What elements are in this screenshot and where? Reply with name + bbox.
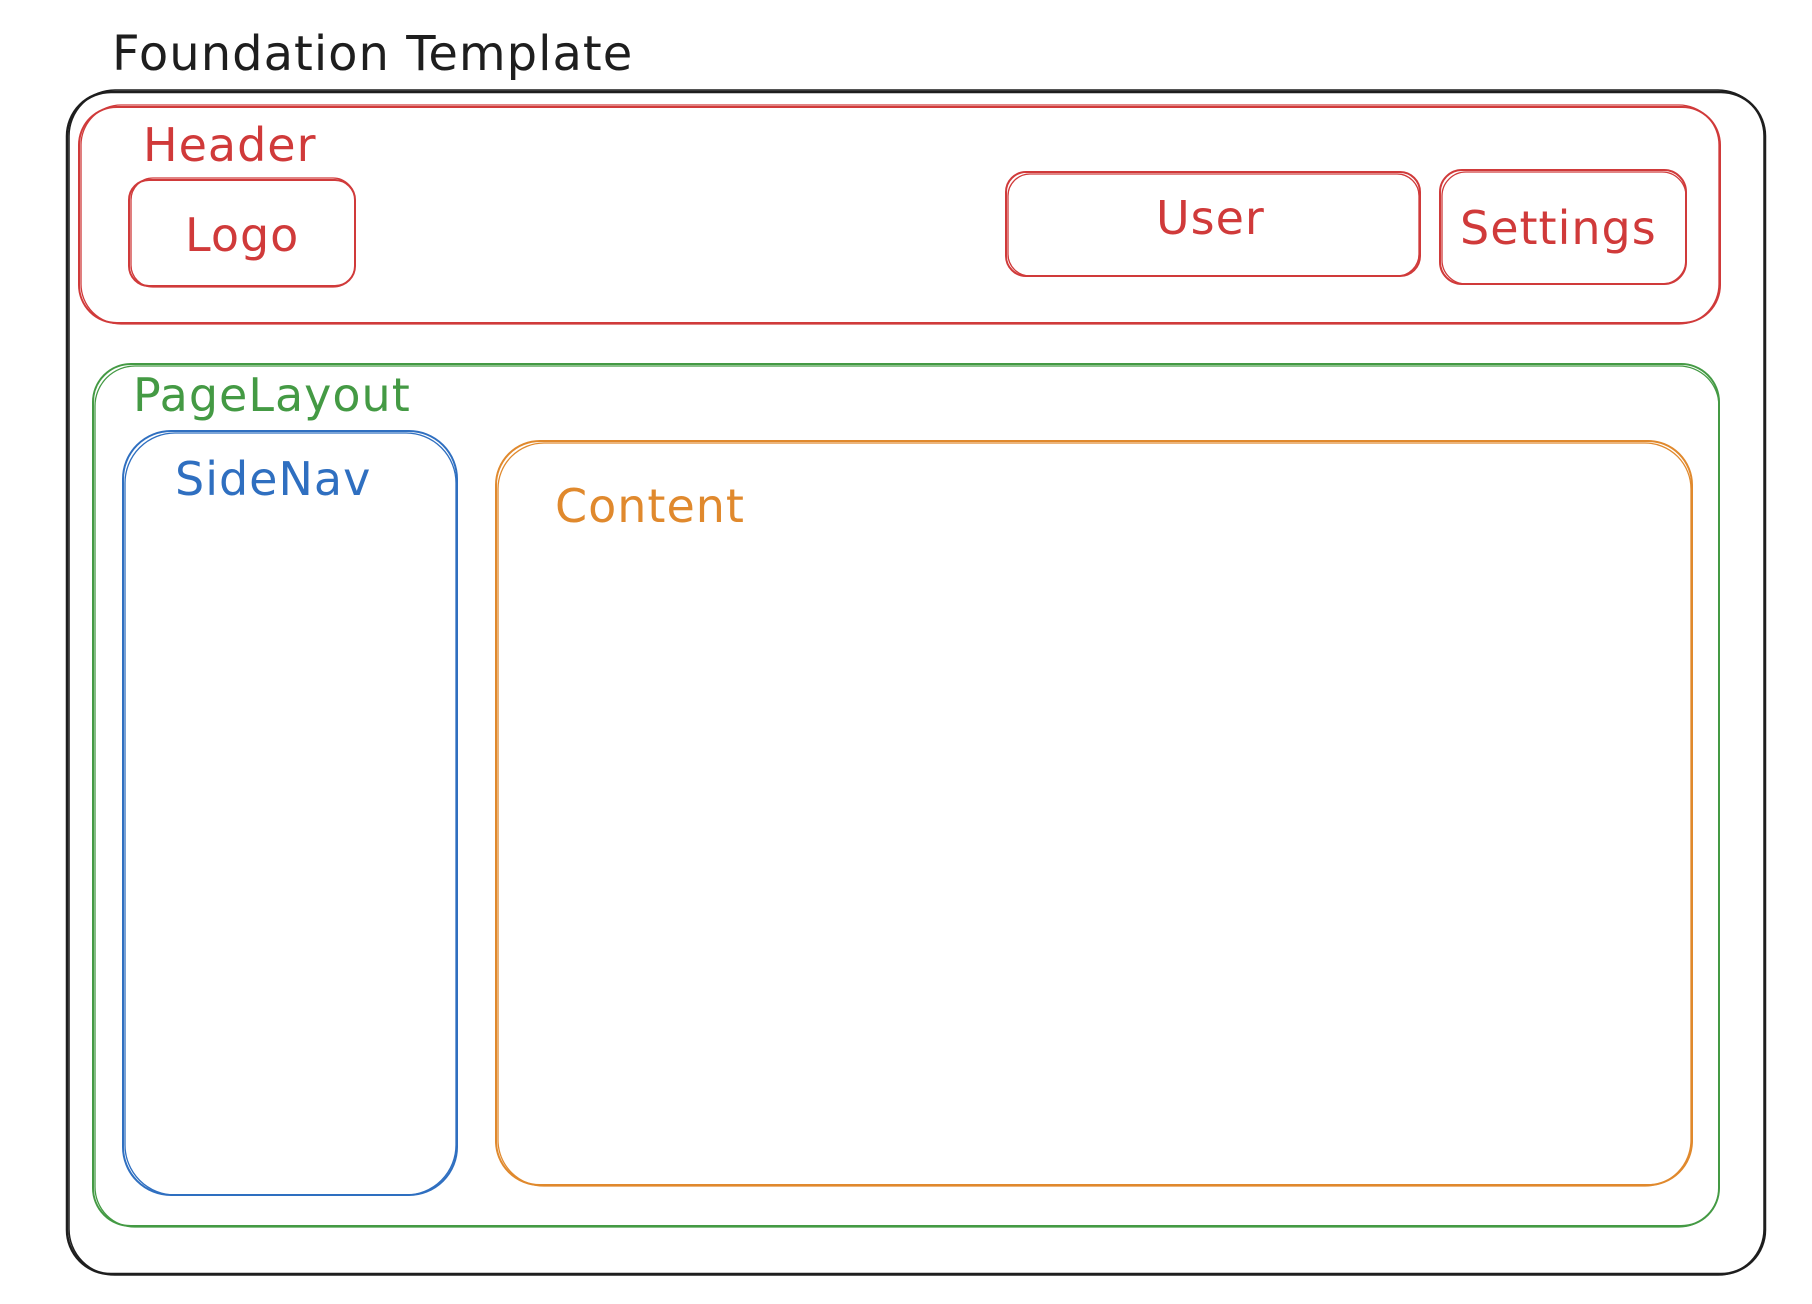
content-box	[495, 440, 1693, 1187]
side-nav-label: SideNav	[175, 452, 372, 506]
diagram-title: Foundation Template	[112, 26, 634, 82]
page-layout-box	[92, 363, 1720, 1228]
content-label: Content	[555, 479, 745, 533]
side-nav-box	[122, 430, 458, 1196]
user-label: User	[1156, 191, 1265, 245]
page-layout-label: PageLayout	[133, 368, 411, 422]
settings-box	[1439, 169, 1687, 285]
settings-label: Settings	[1460, 201, 1657, 255]
header-box	[78, 104, 1721, 325]
user-box	[1005, 171, 1421, 277]
header-label: Header	[143, 118, 317, 172]
logo-box	[128, 177, 356, 288]
outer-frame	[65, 89, 1767, 1276]
logo-label: Logo	[185, 208, 300, 262]
